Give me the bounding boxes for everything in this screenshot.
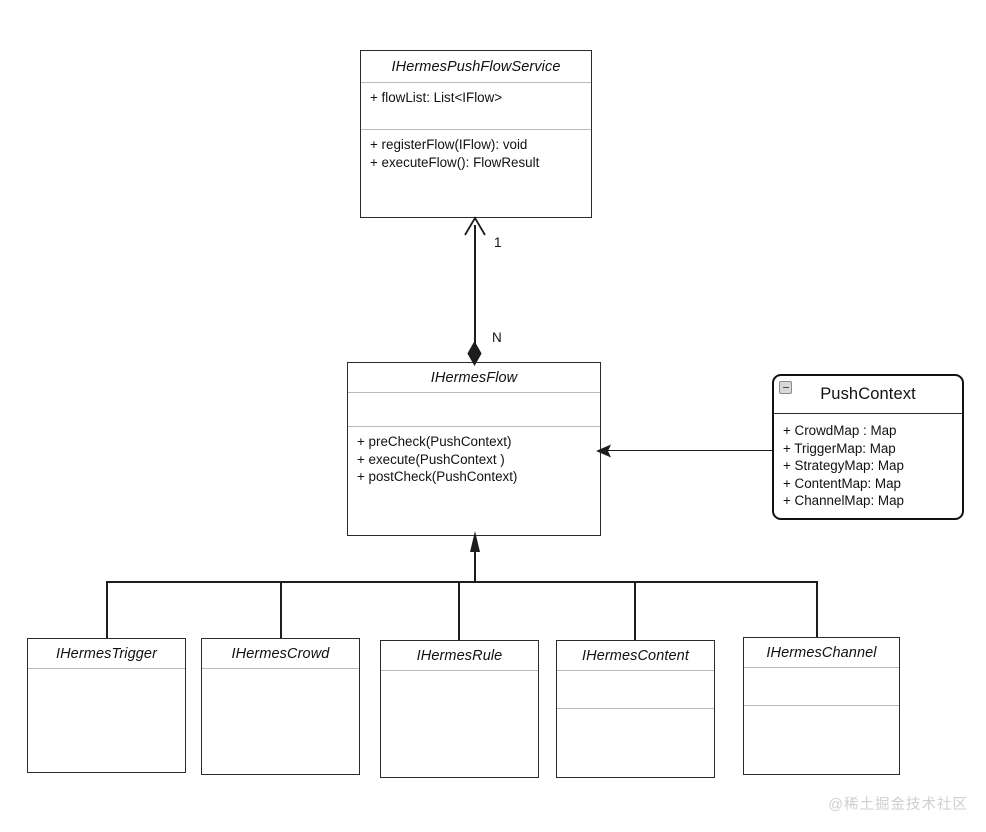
class-box-pushcontext[interactable]: PushContext + CrowdMap : Map + TriggerMa… (772, 374, 964, 520)
attributes-compartment-ihermeschannel (744, 667, 899, 705)
generalization-drop-line (280, 581, 282, 638)
attributes-compartment-ihermescontent (557, 670, 714, 708)
attributes-compartment-ihermespushflowservice: + flowList: List<IFlow> (361, 82, 591, 129)
operation-item: + registerFlow(IFlow): void (370, 137, 528, 152)
attribute-item: + CrowdMap : Map (783, 423, 897, 438)
class-box-ihermescrowd[interactable]: IHermesCrowd (201, 638, 360, 775)
open-arrow-marker (462, 216, 488, 236)
operation-item: + postCheck(PushContext) (357, 469, 518, 484)
attribute-item: + ContentMap: Map (783, 475, 901, 491)
attributes-compartment-ihermesflow (348, 392, 600, 426)
attribute-item: + TriggerMap: Map (783, 440, 896, 456)
generalization-drop-line (816, 581, 818, 637)
class-box-ihermescontent[interactable]: IHermesContent (556, 640, 715, 778)
operation-item: + preCheck(PushContext) (357, 434, 512, 449)
class-box-ihermestrigger[interactable]: IHermesTrigger (27, 638, 186, 773)
composition-connector-line (474, 225, 476, 360)
class-box-ihermeschannel[interactable]: IHermesChannel (743, 637, 900, 775)
body-compartment-ihermescrowd (202, 668, 359, 774)
operations-compartment-ihermespushflowservice: + registerFlow(IFlow): void + executeFlo… (361, 129, 591, 217)
body-compartment-ihermesrule (381, 670, 538, 777)
class-box-ihermesflow[interactable]: IHermesFlow + preCheck(PushContext) + ex… (347, 362, 601, 536)
attribute-item: + ChannelMap: Map (783, 493, 904, 508)
generalization-bus-line (106, 581, 817, 583)
body-compartment-ihermescontent (557, 708, 714, 777)
class-title-pushcontext: PushContext (820, 385, 916, 403)
class-box-ihermespushflowservice[interactable]: IHermesPushFlowService + flowList: List<… (360, 50, 592, 218)
filled-diamond-marker (466, 340, 483, 367)
watermark-label: @稀土掘金技术社区 (828, 797, 968, 813)
operation-item: + executeFlow(): FlowResult (370, 154, 540, 170)
generalization-stem-line (474, 550, 476, 582)
multiplicity-label-source: N (492, 330, 502, 345)
filled-arrow-marker (596, 444, 612, 458)
filled-triangle-marker (468, 531, 482, 553)
attributes-compartment-pushcontext: + CrowdMap : Map + TriggerMap: Map + Str… (774, 413, 962, 518)
minus-icon[interactable] (779, 381, 792, 394)
class-title-ihermesrule: IHermesRule (416, 647, 503, 664)
operations-compartment-ihermesflow: + preCheck(PushContext) + execute(PushCo… (348, 426, 600, 535)
generalization-drop-line (458, 581, 460, 640)
operation-item: + execute(PushContext ) (357, 451, 505, 467)
class-title-ihermescontent: IHermesContent (582, 647, 689, 664)
generalization-drop-line (634, 581, 636, 640)
class-title-ihermeschannel: IHermesChannel (766, 644, 877, 661)
attribute-item: + flowList: List<IFlow> (370, 90, 503, 105)
generalization-drop-line (106, 581, 108, 638)
class-title-ihermesflow: IHermesFlow (430, 369, 518, 386)
class-title-ihermestrigger: IHermesTrigger (55, 645, 158, 662)
body-compartment-ihermestrigger (28, 668, 185, 772)
class-title-ihermespushflowservice: IHermesPushFlowService (391, 58, 561, 75)
body-compartment-ihermeschannel (744, 705, 899, 774)
class-title-ihermescrowd: IHermesCrowd (231, 645, 330, 662)
attribute-item: + StrategyMap: Map (783, 458, 904, 473)
dependency-connector-line (608, 450, 772, 452)
class-box-ihermesrule[interactable]: IHermesRule (380, 640, 539, 778)
multiplicity-label-target: 1 (494, 235, 502, 250)
